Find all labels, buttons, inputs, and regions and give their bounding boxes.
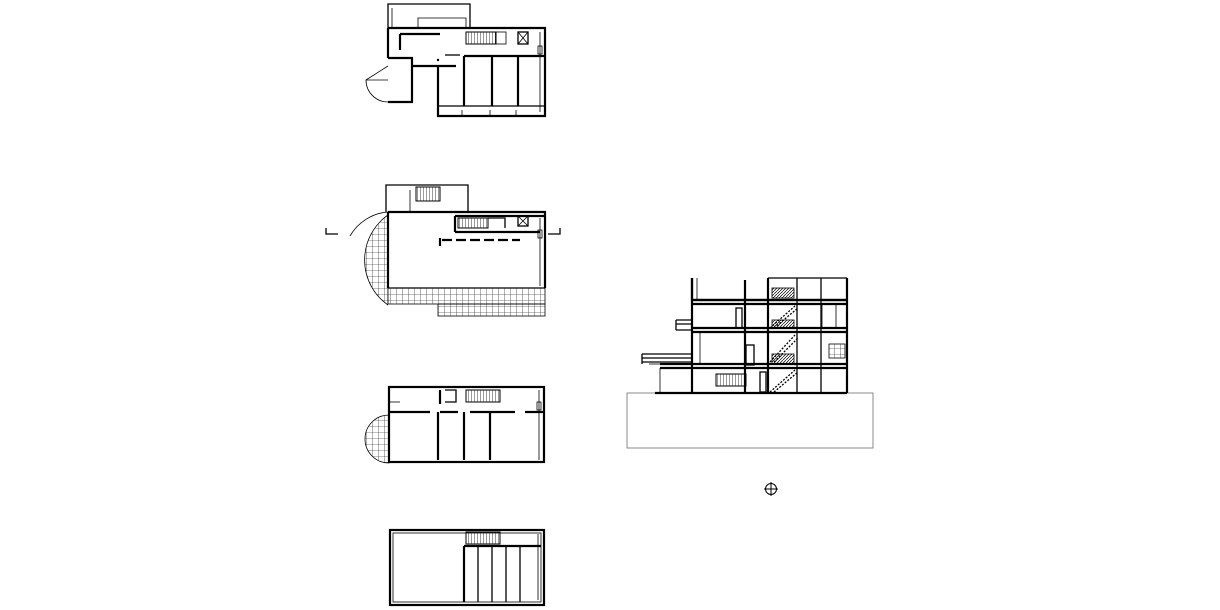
plan-second-floor — [364, 385, 546, 464]
plan-roof — [388, 528, 546, 607]
section — [626, 277, 874, 449]
plan-first-floor — [325, 184, 561, 317]
plan-ground-floor — [365, 3, 547, 118]
north-arrow-icon — [764, 482, 778, 496]
